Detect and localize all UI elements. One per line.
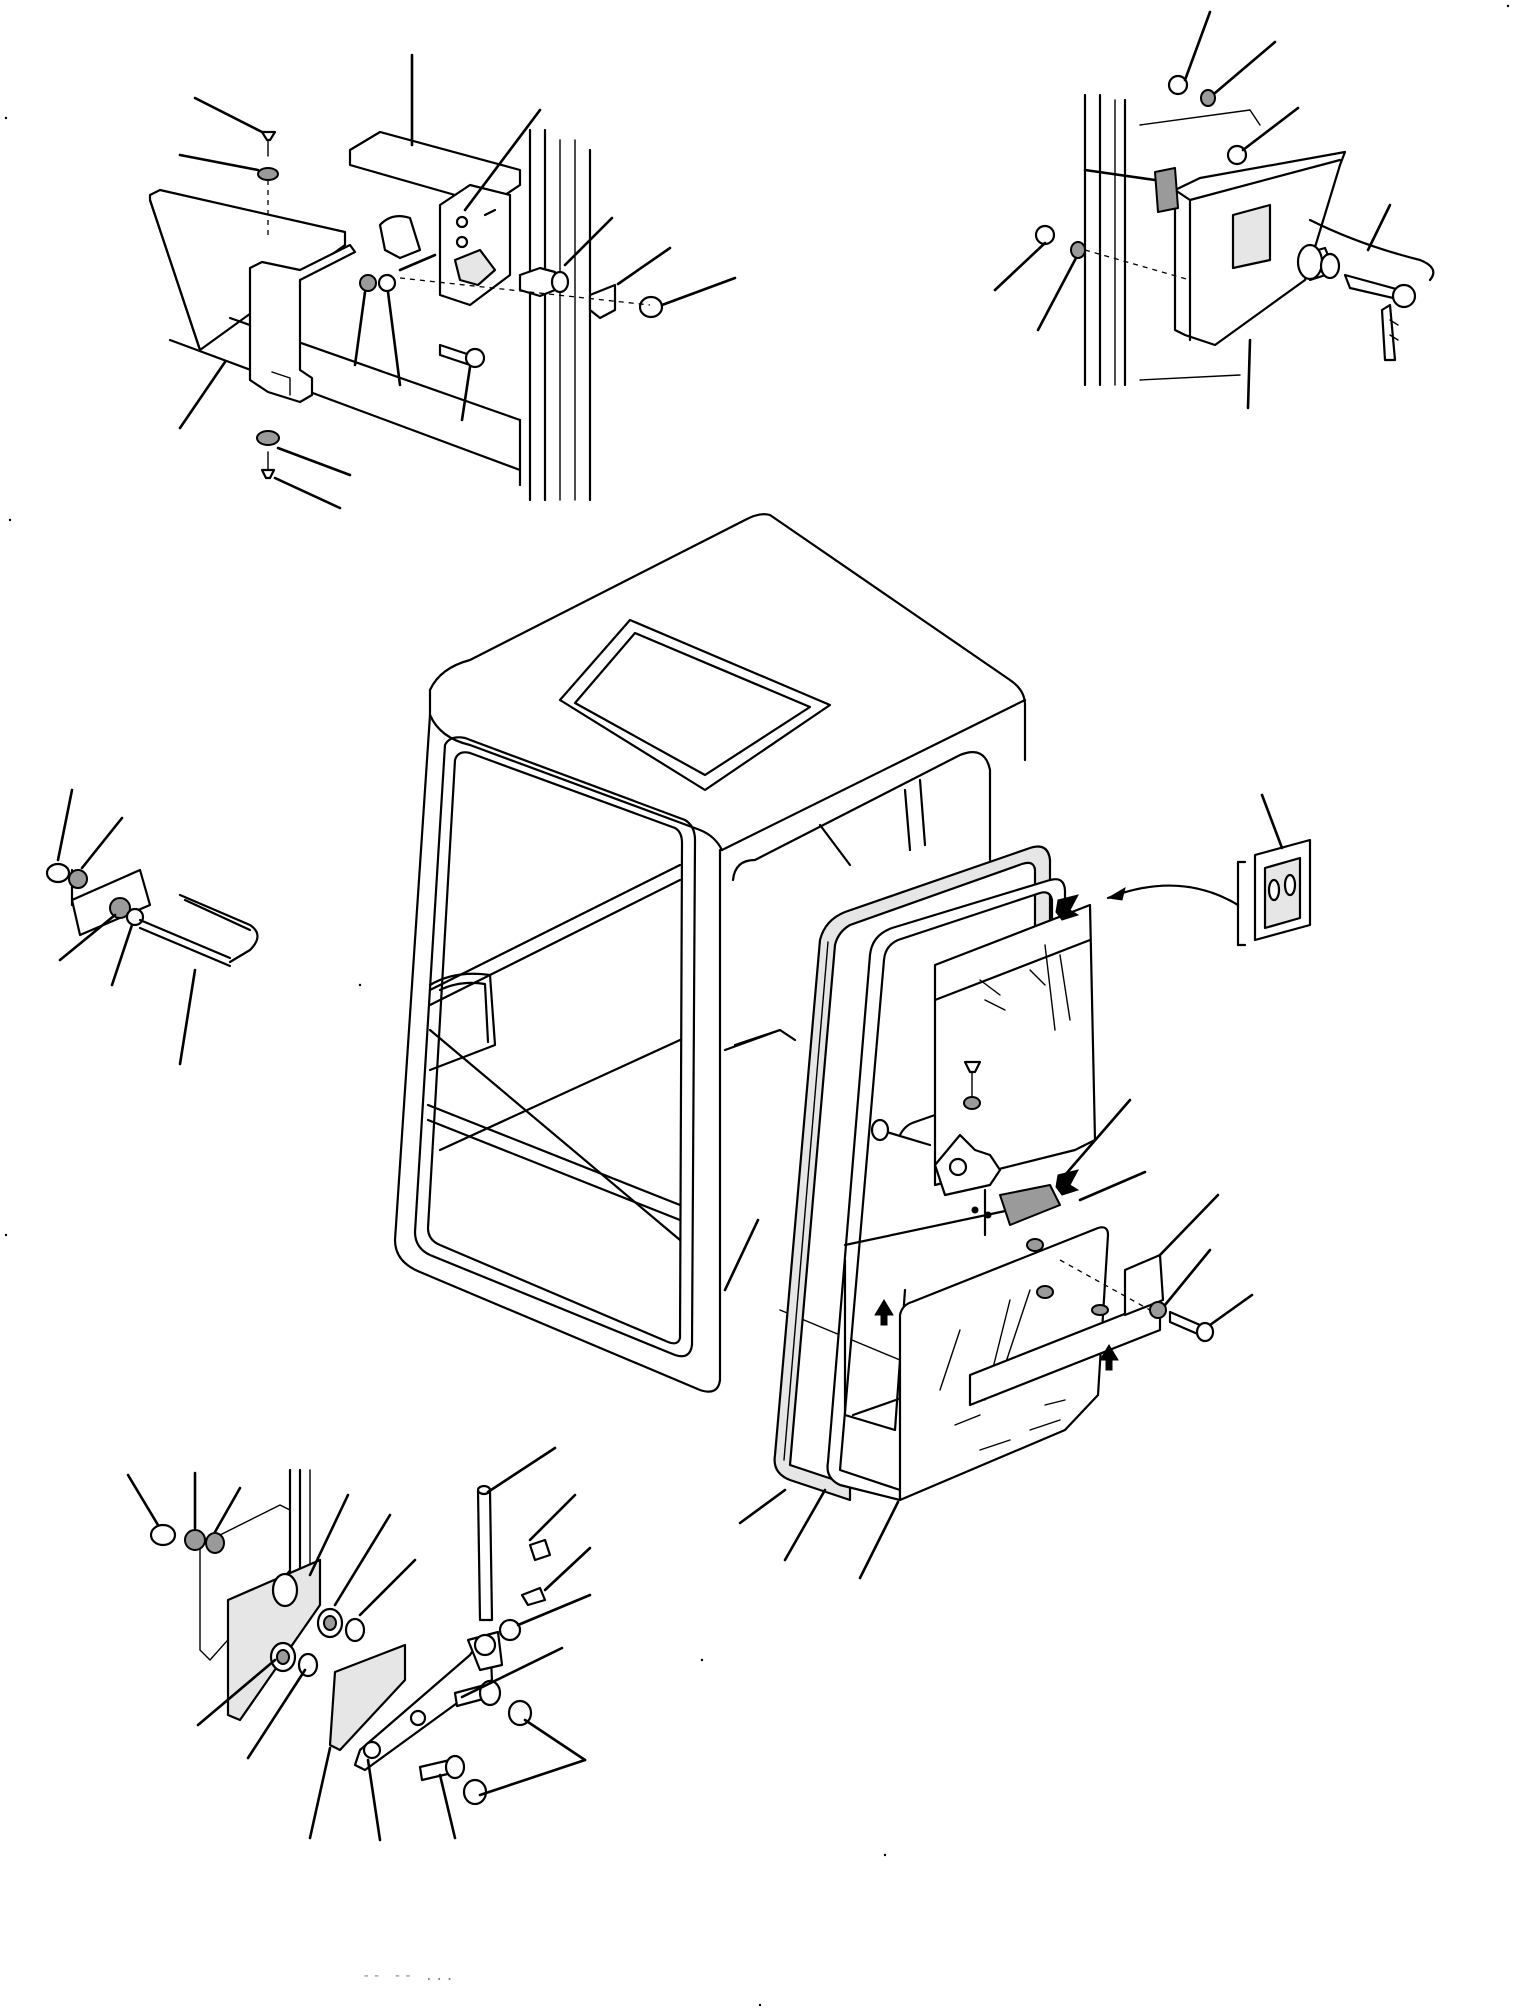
footer-mark: -- -- ...: [362, 1968, 456, 1984]
door-glass-lower: [898, 1226, 1215, 1502]
door-lock-striker-assembly: [148, 53, 737, 510]
door-leaders: [723, 1098, 1254, 1580]
sliding-glass-upper: [870, 903, 1097, 1237]
door-pocket-inset: [1106, 793, 1312, 947]
door-stay-rod: [45, 788, 259, 1066]
assembly-arrows: [874, 894, 1119, 1371]
door-hinge-assembly: [126, 1446, 592, 1842]
door-seal-weatherstrip: [773, 845, 1052, 1502]
cab-body: [393, 513, 1027, 1393]
door-handle-lock-assembly: [993, 10, 1435, 410]
